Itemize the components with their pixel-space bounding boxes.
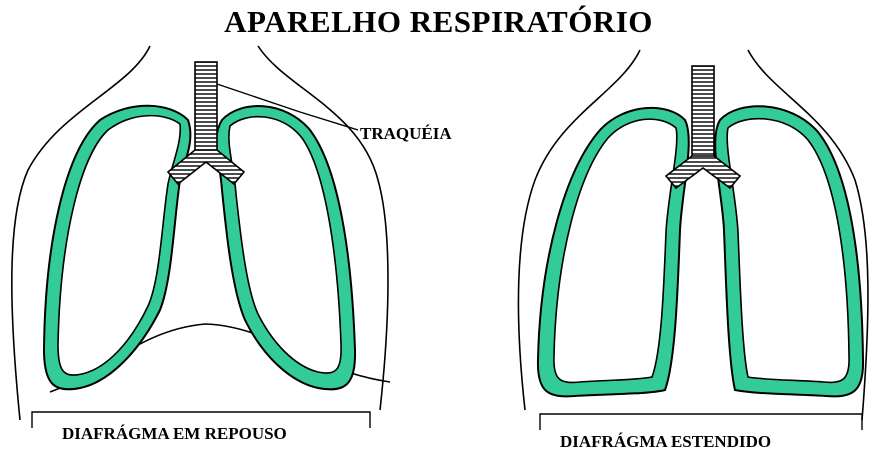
left-figure (12, 46, 390, 428)
diaphragm-extended-label: DIAFRÁGMA ESTENDIDO (560, 432, 771, 452)
right-diaphragm-bracket (540, 414, 862, 430)
left-trachea (195, 62, 217, 154)
right-figure (518, 50, 868, 430)
right-trachea (692, 66, 714, 160)
trachea-label: TRAQUÉIA (360, 124, 452, 144)
right-lung-left-inner (554, 119, 677, 382)
diaphragm-rest-label: DIAFRÁGMA EM REPOUSO (62, 424, 287, 444)
page-title: APARELHO RESPIRATÓRIO (0, 4, 877, 40)
